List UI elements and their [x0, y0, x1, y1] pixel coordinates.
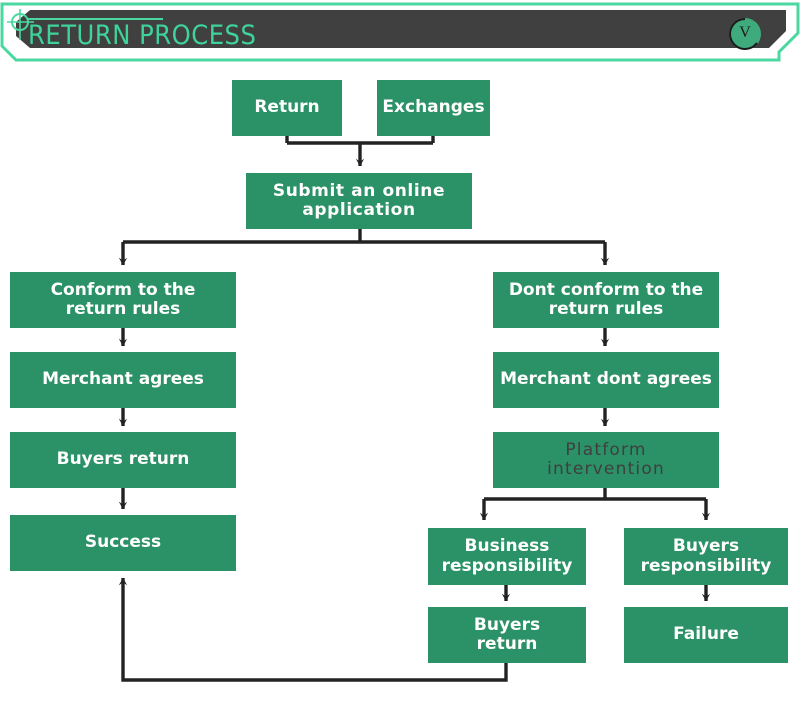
header-banner: RETURN PROCESS V [0, 0, 800, 62]
circle-badge-icon [729, 18, 761, 50]
node-return[interactable]: Return [232, 80, 342, 136]
header-bar [16, 10, 786, 48]
header-frame-outline [0, 2, 800, 62]
node-platform-intervention[interactable]: Platform intervention [493, 432, 719, 488]
node-buyers-return[interactable]: Buyers return [10, 432, 236, 488]
node-merchant-dont-agrees[interactable]: Merchant dont agrees [493, 352, 719, 408]
node-merchant-agrees[interactable]: Merchant agrees [10, 352, 236, 408]
flowchart-canvas: Return Exchanges Submit an online applic… [0, 62, 800, 707]
node-exchanges[interactable]: Exchanges [377, 80, 490, 136]
node-conform-rules[interactable]: Conform to the return rules [10, 272, 236, 328]
node-dont-conform-rules[interactable]: Dont conform to the return rules [493, 272, 719, 328]
badge-letter: V [739, 24, 751, 41]
node-success[interactable]: Success [10, 515, 236, 571]
page-title: RETURN PROCESS [28, 20, 257, 51]
node-business-responsibility[interactable]: Business responsibility [428, 528, 586, 585]
crosshair-icon [7, 9, 34, 40]
node-failure[interactable]: Failure [624, 607, 788, 663]
flow-connectors [118, 136, 711, 682]
node-submit-application[interactable]: Submit an online application [246, 173, 472, 229]
node-buyers-responsibility[interactable]: Buyers responsibility [624, 528, 788, 585]
node-buyers-return-2[interactable]: Buyers return [428, 607, 586, 663]
edge-feedback-loop [118, 577, 508, 682]
